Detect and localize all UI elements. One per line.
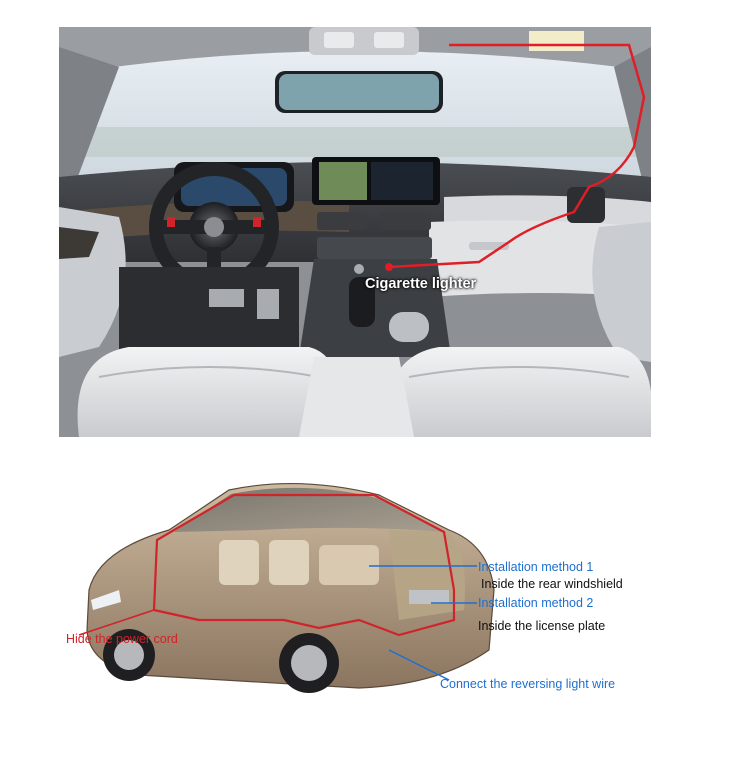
method2-label: Installation method 2: [478, 596, 594, 610]
license-plate-label: Inside the license plate: [478, 619, 606, 633]
car-interior-photo: [59, 27, 653, 437]
pointer-reversing: [388, 649, 450, 681]
car-cutaway-illustration: [78, 483, 495, 693]
cigarette-lighter-marker: [385, 263, 393, 271]
reversing-light-label: Connect the reversing light wire: [440, 677, 616, 691]
power-cord-route: [152, 493, 456, 637]
hide-power-cord-label: Hide the power cord: [66, 632, 178, 646]
car-interior-illustration: [59, 27, 653, 437]
rear-windshield-label: Inside the rear windshield: [481, 577, 623, 591]
method1-label: Installation method 1: [478, 560, 594, 574]
cigarette-lighter-label: Cigarette lighter: [365, 276, 477, 292]
wiring-route-line: [388, 43, 646, 269]
car-cutaway-diagram: [59, 470, 649, 705]
